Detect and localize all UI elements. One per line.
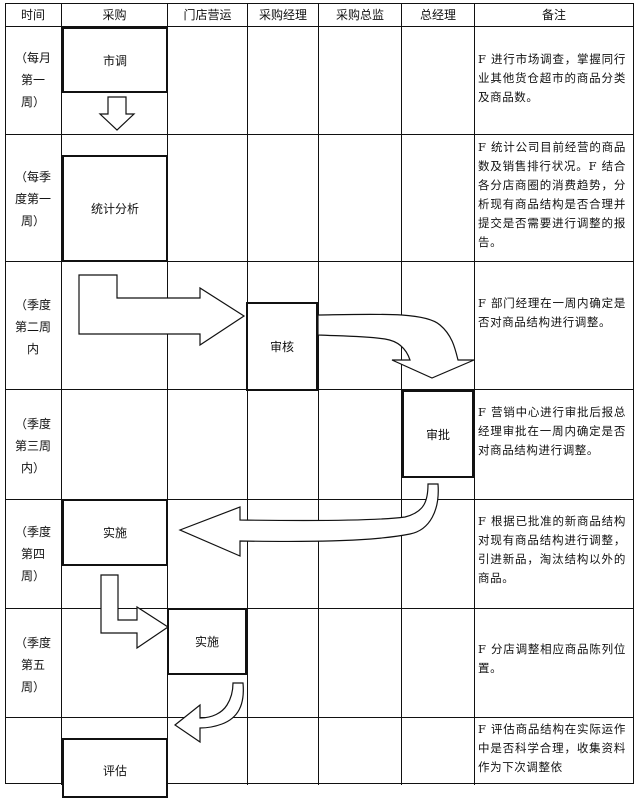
note-row-5: F 根据已批准的新商品结构对现有商品结构进行调整，引进新品，淘汰结构以外的商品。 xyxy=(478,514,626,585)
time-cell-2: （每季度第一周） xyxy=(14,170,51,228)
header-purchase: 采购 xyxy=(102,8,127,22)
arrow-right-5 xyxy=(100,574,170,650)
step-box-implement-store: 实施 xyxy=(167,608,247,675)
table-frame xyxy=(5,3,634,784)
note-row-7: F 评估商品结构在实际运作中是否科学合理，收集资料作为下次调整依 xyxy=(478,722,626,774)
arrow-curve-3 xyxy=(317,313,475,379)
note-row-1: F 进行市场调查，掌握同行业其他货仓超市的商品分类及商品数。 xyxy=(478,52,626,104)
time-cell-6: （季度第五周） xyxy=(14,636,51,694)
header-remarks: 备注 xyxy=(541,8,566,22)
note-row-6: F 分店调整相应商品陈列位置。 xyxy=(478,642,626,675)
time-cell-4: （季度第三周内） xyxy=(14,417,51,475)
arrow-curve-4 xyxy=(178,483,439,557)
arrow-curve-6 xyxy=(173,682,244,744)
note-row-2: F 统计公司目前经营的商品数及销售排行状况。F 结合各分店商圈的消费趋势，分析现… xyxy=(478,140,626,249)
arrow-right-2 xyxy=(78,274,246,347)
time-cell-3: （季度第二周内 xyxy=(14,298,51,356)
time-cell-5: （季度第四周） xyxy=(14,525,51,583)
header-purchase-manager: 采购经理 xyxy=(258,8,307,22)
step-box-evaluate: 评估 xyxy=(62,738,168,798)
header-store-ops: 门店营运 xyxy=(183,8,232,22)
step-box-implement-purchase: 实施 xyxy=(62,499,168,566)
step-box-review: 审核 xyxy=(246,302,318,391)
header-general-manager: 总经理 xyxy=(419,8,456,22)
header-purchase-director: 采购总监 xyxy=(335,8,384,22)
header-time: 时间 xyxy=(20,8,45,22)
arrow-down-1 xyxy=(98,96,136,131)
time-cell-1: （每月第一周） xyxy=(14,51,51,109)
note-row-4: F 营销中心进行审批后报总经理审批在一周内确定是否对商品结构进行调整。 xyxy=(478,405,626,457)
step-box-statistical-analysis: 统计分析 xyxy=(62,155,168,262)
step-box-market-survey: 市调 xyxy=(62,27,168,93)
step-box-approval: 审批 xyxy=(402,390,474,478)
note-row-3: F 部门经理在一周内确定是否对商品结构进行调整。 xyxy=(478,296,626,329)
